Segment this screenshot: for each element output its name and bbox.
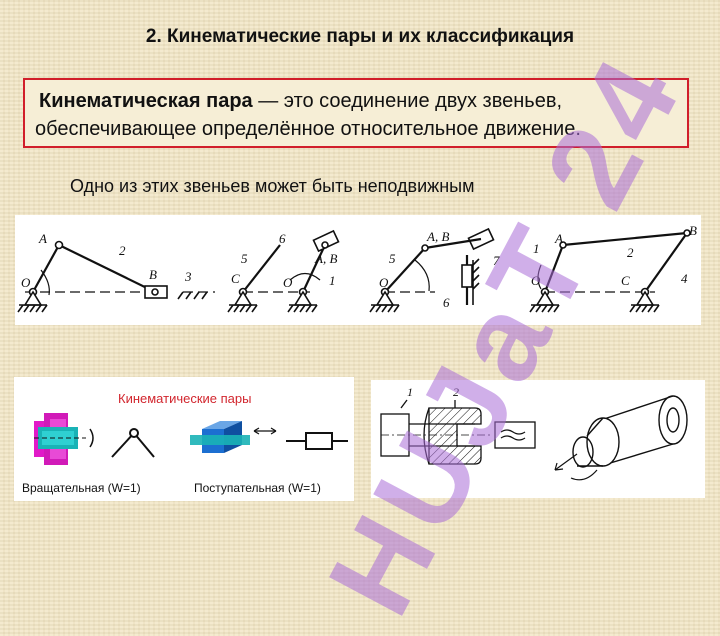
mechanisms-svg: A O 2 B 3 6 5 C A, B O 1 A, B 5 O 7 6 1 … [17, 223, 697, 313]
sliding-joint-icon [494, 421, 536, 449]
fig4-label-C: C [621, 273, 630, 288]
fig3-label-6: 6 [443, 295, 450, 310]
fig4-label-B: B [689, 223, 697, 238]
definition-text-1: — это соединение двух звеньев, [252, 90, 562, 112]
pairs-title: Кинематические пары [118, 391, 251, 406]
definition-line-1: Кинематическая пара — это соединение дву… [39, 90, 562, 113]
fig2-label-O: O [283, 275, 293, 290]
fig3-label-7: 7 [493, 253, 500, 268]
translational-label: Поступательная (W=1) [194, 481, 321, 495]
rotational-pair-schematic [111, 428, 155, 458]
joint-label-1: 1 [407, 385, 413, 399]
fig1-label-A: A [38, 231, 47, 246]
rotational-label: Вращательная (W=1) [22, 481, 141, 495]
fig2-label-1: 1 [329, 273, 336, 288]
fig4-label-1: 1 [533, 241, 540, 256]
shaft-bearing-icon [554, 395, 688, 481]
fig4-label-O: O [531, 273, 541, 288]
fig2-label-AB: A, B [314, 251, 337, 266]
pairs-svg: Кинематические пары [22, 391, 348, 495]
fig2-label-6: 6 [279, 231, 286, 246]
note-text: Одно из этих звеньев может быть неподвиж… [70, 176, 475, 196]
fig2-label-C: C [231, 271, 240, 286]
slide-title: 2. Кинематические пары и их классификаци… [145, 26, 575, 47]
mechanism-diagrams: A O 2 B 3 6 5 C A, B O 1 A, B 5 O 7 6 1 … [15, 215, 701, 325]
fig4-label-A: A [554, 231, 563, 246]
fig1-label-2: 2 [119, 243, 126, 258]
fig4-label-2: 2 [627, 245, 634, 260]
joints-svg: 1 2 [380, 385, 688, 481]
fig2-label-5: 5 [241, 251, 248, 266]
fig1-label-O: O [21, 275, 31, 290]
joint-label-2: 2 [453, 385, 459, 399]
fig3-label-5: 5 [389, 251, 396, 266]
translational-pair-icon [190, 421, 277, 453]
fig3-label-O: O [379, 275, 389, 290]
joint-drawings: 1 2 [371, 380, 705, 498]
definition-term: Кинематическая пара [39, 90, 253, 112]
pairs-diagram: Кинематические пары [14, 377, 354, 501]
fig4-label-4: 4 [681, 271, 688, 286]
fig1-label-3: 3 [184, 269, 192, 284]
definition-line-2: обеспечивающее определённое относительно… [35, 118, 581, 140]
bolt-section [380, 399, 491, 465]
fig3-label-AB: A, B [426, 229, 449, 244]
rotational-pair-icon [34, 413, 94, 465]
definition-box: Кинематическая пара — это соединение дву… [23, 78, 689, 148]
translational-pair-schematic [286, 432, 348, 450]
fig1-label-B: B [149, 267, 157, 282]
